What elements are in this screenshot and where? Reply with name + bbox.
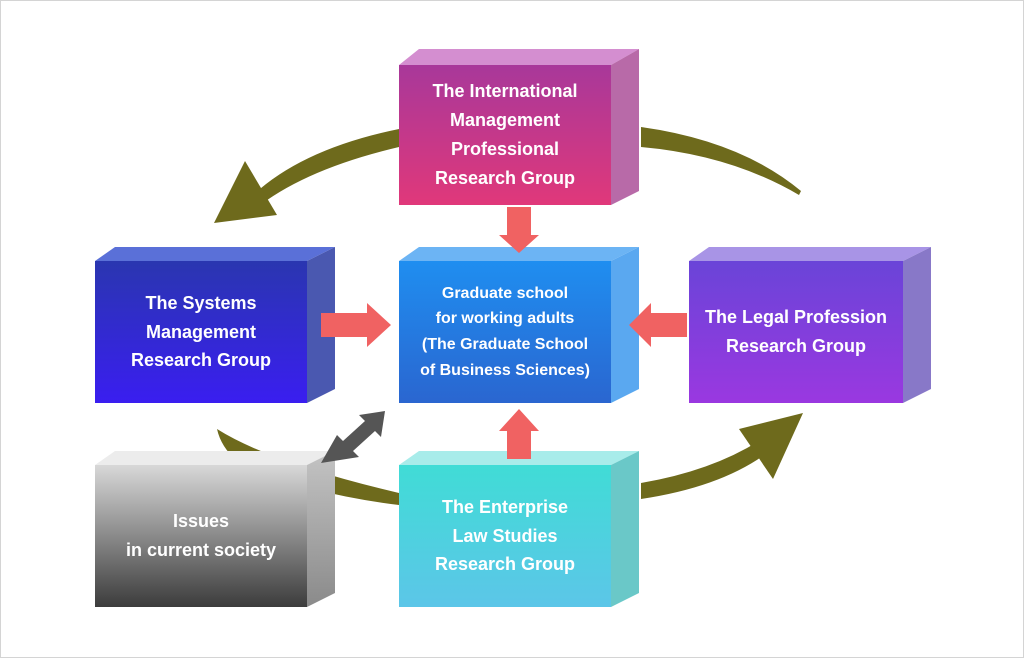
label-systems-line-2: Management: [145, 321, 256, 342]
label-enterprise-line-2: Law Studies: [452, 525, 558, 546]
arrow-from-legal: [629, 303, 687, 347]
cycle-arrow-bottom-right-head: [739, 413, 803, 479]
label-graduate: Graduate school for working adults (The …: [399, 261, 611, 403]
label-legal: The Legal Profession Research Group: [689, 261, 903, 403]
label-international-line-4: Research Group: [434, 167, 576, 188]
cycle-arrow-top-left-head: [214, 161, 277, 223]
arrow-from-international: [499, 207, 539, 253]
box-graduate: [399, 247, 639, 403]
cycle-arrow-top-left: [251, 129, 399, 209]
cycle-arrow-top-right: [641, 127, 801, 195]
label-legal-line-1: The Legal Profession: [704, 307, 888, 328]
label-graduate-line-3: (The Graduate School: [421, 336, 589, 353]
arrow-from-systems: [321, 303, 391, 347]
label-systems: The Systems Management Research Group: [95, 261, 307, 403]
label-graduate-line-4: of Business Sciences): [420, 361, 590, 379]
cycle-arrows: [214, 127, 803, 505]
label-international-line-1: The International: [432, 81, 578, 102]
label-enterprise: The Enterprise Law Studies Research Grou…: [399, 465, 611, 607]
label-graduate-line-2: for working adults: [435, 310, 575, 328]
label-enterprise-line-3: Research Group: [434, 554, 576, 575]
label-issues-line-1: Issues: [172, 511, 230, 532]
label-international-line-3: Professional: [450, 139, 560, 159]
label-enterprise-line-1: The Enterprise: [441, 496, 569, 517]
cycle-arrow-bottom-left: [217, 429, 399, 505]
label-graduate-line-1: Graduate school: [441, 284, 569, 302]
label-international-line-2: Management: [449, 110, 560, 131]
box-legal: [689, 247, 931, 403]
box-international: [399, 49, 639, 205]
label-systems-line-3: Research Group: [130, 350, 272, 371]
center-arrows: [321, 207, 687, 459]
society-link-arrow: [321, 411, 385, 463]
label-systems-line-1: The Systems: [145, 292, 257, 313]
box-issues: [95, 451, 335, 607]
label-legal-line-2: Research Group: [725, 336, 867, 356]
label-international: The International Management Professiona…: [399, 65, 611, 205]
cycle-arrow-bottom-right: [641, 441, 767, 499]
arrow-from-enterprise: [499, 409, 539, 459]
label-issues: Issues in current society: [95, 465, 307, 607]
label-issues-line-2: in current society: [125, 540, 277, 560]
